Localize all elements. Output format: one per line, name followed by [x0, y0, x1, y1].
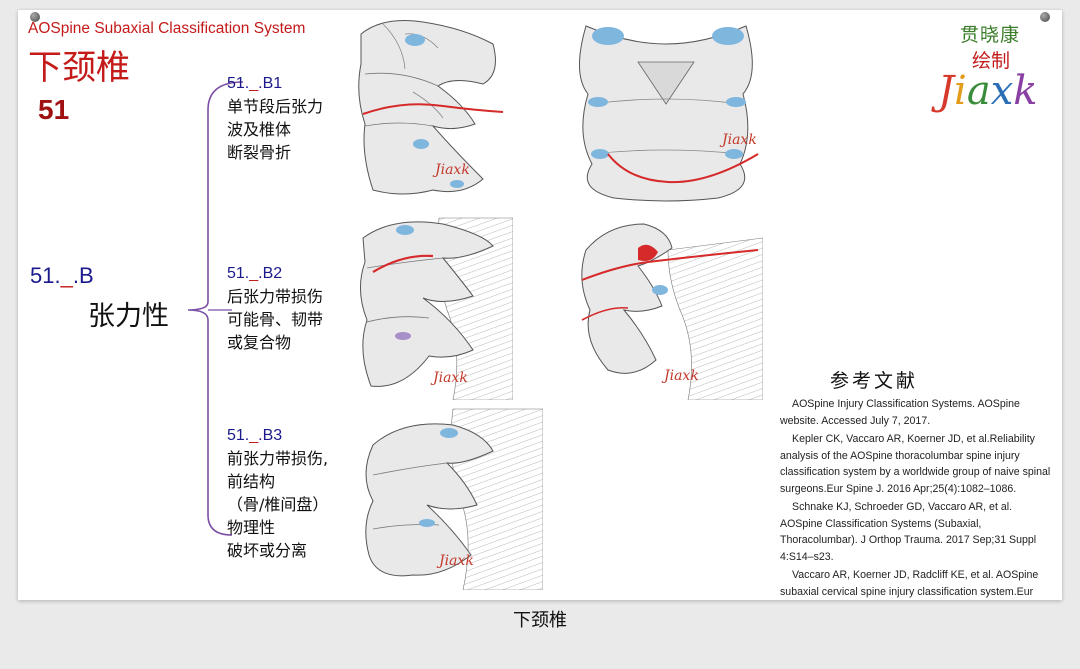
poster-sheet: AOSpine Subaxial Classification System 下…	[18, 10, 1062, 600]
brand-logo: 贯晓康 绘制 Jiaxk	[938, 20, 1048, 120]
subtype-line: 单节段后张力	[227, 95, 323, 118]
subtype-code: 51._.B3	[227, 424, 328, 447]
b2-oblique-illustration: Jiaxk	[568, 210, 763, 400]
subtype-line: 前结构	[227, 470, 328, 493]
subtype-line: 波及椎体	[227, 118, 323, 141]
subtype-line: 物理性	[227, 516, 328, 539]
b1-lateral-illustration: Jiaxk	[343, 14, 513, 200]
references-title: 参考文献	[830, 366, 918, 393]
brand-letters: Jiaxk	[938, 68, 1038, 114]
reference-item: Vaccaro AR, Koerner JD, Radcliff KE, et …	[780, 567, 1052, 600]
b1-anterior-illustration: Jiaxk	[568, 14, 763, 204]
subtype-line: （骨/椎间盘）	[227, 493, 328, 516]
subtype-code: 51._.B1	[227, 72, 323, 95]
b2-lateral-illustration: Jiaxk	[343, 210, 513, 400]
watermark-text: Jiaxk	[432, 162, 470, 178]
watermark-text: Jiaxk	[719, 132, 757, 148]
watermark-text: Jiaxk	[436, 553, 474, 569]
brand-author: 贯晓康	[960, 20, 1020, 47]
subtype-line: 可能骨、韧带	[227, 308, 323, 331]
subtype-line: 破坏或分离	[227, 539, 328, 562]
subtype-line: 或复合物	[227, 331, 323, 354]
subtype-b1: 51._.B1 单节段后张力 波及椎体 断裂骨折	[227, 72, 323, 164]
references-list: AOSpine Injury Classification Systems. A…	[780, 396, 1052, 600]
image-caption: 下颈椎	[0, 606, 1080, 632]
subtype-line: 前张力带损伤,	[227, 447, 328, 470]
watermark-text: Jiaxk	[661, 368, 699, 384]
subtype-b3: 51._.B3 前张力带损伤, 前结构 （骨/椎间盘） 物理性 破坏或分离	[227, 424, 328, 562]
b3-lateral-illustration: Jiaxk	[343, 405, 543, 590]
bracket-diagram	[18, 10, 248, 600]
reference-item: Kepler CK, Vaccaro AR, Koerner JD, et al…	[780, 431, 1052, 497]
subtype-line: 断裂骨折	[227, 141, 323, 164]
reference-item: AOSpine Injury Classification Systems. A…	[780, 396, 1052, 429]
reference-item: Schnake KJ, Schroeder GD, Vaccaro AR, et…	[780, 499, 1052, 565]
subtype-code: 51._.B2	[227, 262, 323, 285]
subtype-line: 后张力带损伤	[227, 285, 323, 308]
watermark-text: Jiaxk	[430, 370, 468, 386]
subtype-b2: 51._.B2 后张力带损伤 可能骨、韧带 或复合物	[227, 262, 323, 354]
